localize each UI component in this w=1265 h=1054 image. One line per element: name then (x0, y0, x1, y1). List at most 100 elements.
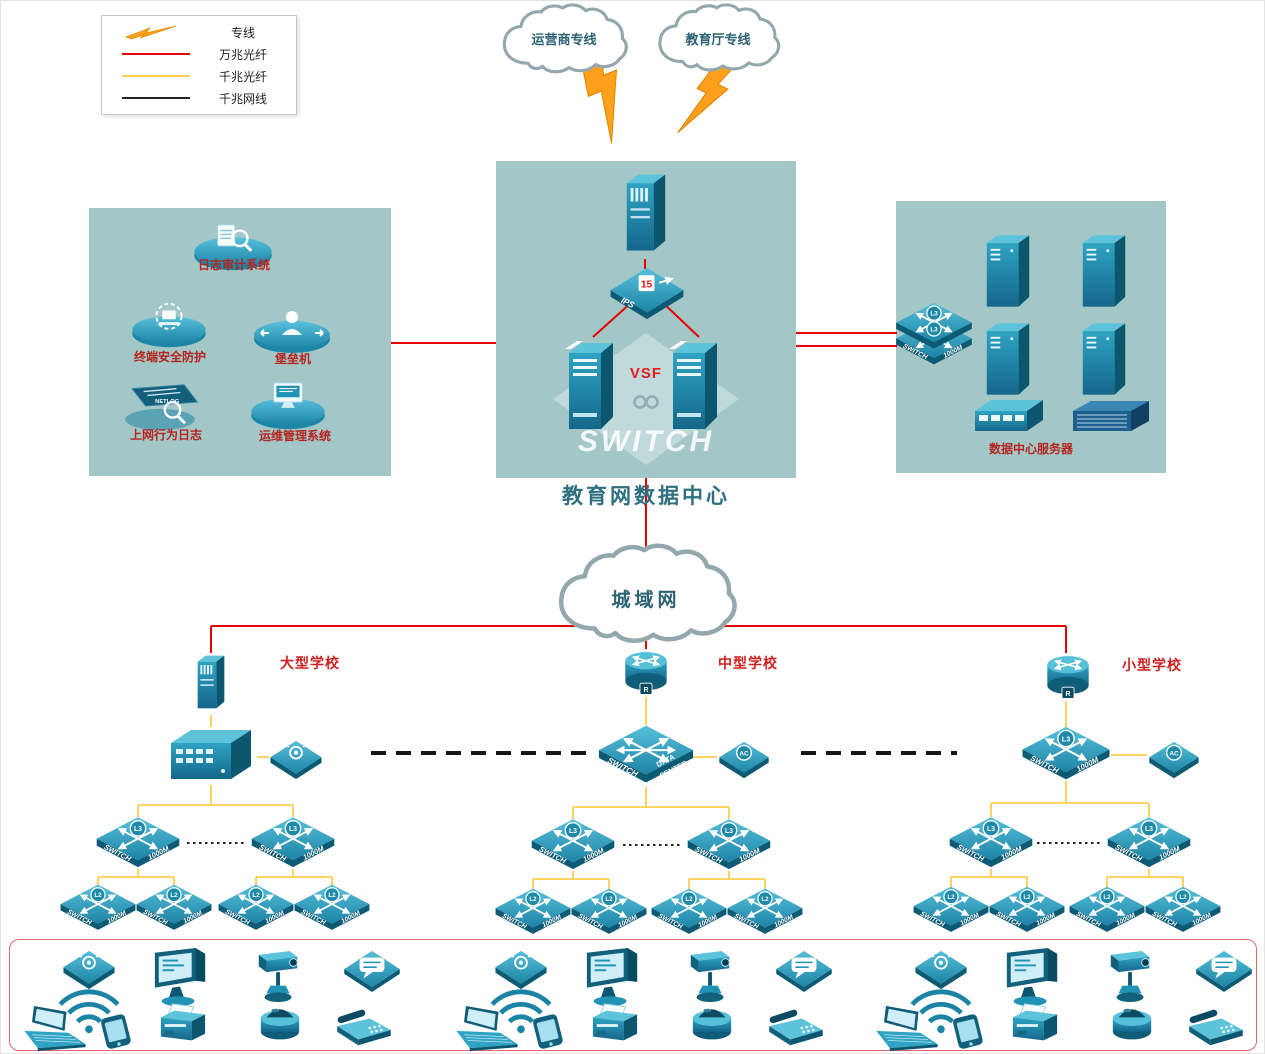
server-cabinet[interactable] (981, 229, 1035, 313)
core-device-large[interactable] (165, 725, 257, 785)
rackmount-icon (1069, 397, 1153, 439)
l3-switch-icon (250, 815, 336, 871)
laptop-icon[interactable] (453, 1005, 521, 1051)
smartphone-icon[interactable] (91, 1013, 141, 1051)
wireless-controller-medium[interactable] (715, 739, 773, 781)
log-audit-label: 日志审计系统 (197, 258, 270, 272)
wifi-ap-icon[interactable] (57, 949, 121, 991)
legend-row-dedicated-line: 专线 (102, 21, 296, 43)
core-switch-left[interactable] (561, 335, 619, 437)
chat-icon[interactable] (773, 949, 835, 993)
dome-camera-icon[interactable] (689, 1001, 735, 1051)
ac-icon (715, 739, 773, 781)
server-cabinet[interactable] (1077, 229, 1131, 313)
l2-switch[interactable] (293, 883, 371, 933)
school-name-small: 小型学校 (1122, 657, 1182, 673)
laptop-icon[interactable] (873, 1005, 941, 1051)
fax-phone-icon[interactable] (1183, 1007, 1249, 1051)
core-switch-right[interactable] (665, 335, 723, 437)
bastion-host[interactable] (249, 305, 335, 357)
core-switch-medium[interactable] (597, 723, 695, 787)
fax-phone-icon[interactable] (763, 1007, 829, 1051)
chat-icon[interactable] (341, 949, 403, 993)
firewall-icon (621, 167, 671, 261)
wireless-controller-small[interactable] (1145, 739, 1203, 781)
ip-camera-icon[interactable] (1105, 945, 1157, 1007)
l3-switch-icon (1020, 725, 1112, 783)
l2-switch[interactable] (1068, 885, 1146, 935)
ops-management-system[interactable] (243, 377, 333, 433)
wireless-ap-large[interactable] (267, 739, 325, 781)
school-router-small[interactable] (1040, 651, 1096, 701)
l2-switch[interactable] (570, 887, 648, 937)
l3-switch[interactable] (686, 817, 772, 873)
school-name-large: 大型学校 (280, 655, 340, 671)
datacenter-switch-stack[interactable] (893, 297, 975, 375)
l3-switch[interactable] (530, 817, 616, 873)
l2-switch[interactable] (726, 887, 804, 937)
l2-switch-icon (570, 887, 648, 937)
server-cabinet[interactable] (981, 317, 1035, 401)
desktop-icon[interactable] (1001, 947, 1065, 1007)
dome-camera-icon[interactable] (257, 1001, 303, 1051)
wireless-ap-icon (267, 739, 325, 781)
rackmount-server[interactable] (1069, 397, 1153, 439)
smartphone-icon[interactable] (523, 1013, 573, 1051)
education-line-cloud[interactable]: 教育厅专线 (637, 3, 799, 77)
l2-switch[interactable] (217, 883, 295, 933)
desktop-icon[interactable] (581, 947, 645, 1007)
printer-icon[interactable] (585, 1001, 645, 1051)
printer-icon[interactable] (1005, 1001, 1065, 1051)
cloud-label: 运营商专线 (531, 32, 597, 47)
legend-label: 专线 (230, 25, 255, 40)
l2-switch[interactable] (494, 887, 572, 937)
switch-watermark: SWITCH (577, 425, 715, 458)
ip-camera-icon[interactable] (253, 945, 305, 1007)
ac-icon (1145, 739, 1203, 781)
datacenter-servers-label: 数据中心服务器 (988, 442, 1073, 456)
internet-gateway-firewall[interactable] (621, 167, 671, 261)
wifi-ap-icon[interactable] (489, 949, 553, 991)
ips-icon (605, 265, 689, 321)
operator-line-cloud[interactable]: 运营商专线 (479, 3, 649, 79)
l3-switch[interactable] (95, 815, 181, 871)
chat-icon[interactable] (1193, 949, 1255, 993)
metro-area-network-cloud[interactable]: 城域网 (533, 543, 759, 651)
l2-switch[interactable] (650, 887, 728, 937)
l2-switch-icon (650, 887, 728, 937)
web-behavior-log-system[interactable] (115, 379, 205, 433)
school-router-medium[interactable] (618, 647, 674, 697)
printer-icon[interactable] (153, 1001, 213, 1051)
server-cabinet[interactable] (1077, 317, 1131, 401)
black-line-sample (112, 97, 200, 99)
l2-switch-icon (217, 883, 295, 933)
l2-switch[interactable] (988, 885, 1066, 935)
wifi-ap-icon[interactable] (909, 949, 973, 991)
l2-switch[interactable] (912, 885, 990, 935)
server-cabinet-icon (1077, 229, 1131, 313)
l3-switch-icon (948, 815, 1034, 871)
l2-switch[interactable] (59, 883, 137, 933)
l3-switch[interactable] (1106, 815, 1192, 871)
l2-switch-icon (135, 883, 213, 933)
dome-camera-icon[interactable] (1109, 1001, 1155, 1051)
l3-switch[interactable] (250, 815, 336, 871)
smartphone-icon[interactable] (943, 1013, 993, 1051)
datacenter-switch-icon (597, 723, 695, 787)
storage-array[interactable] (969, 395, 1047, 439)
core-switch-small[interactable] (1020, 725, 1112, 783)
l2-switch[interactable] (1144, 885, 1222, 935)
endpoint-security-label: 终端安全防护 (133, 350, 206, 364)
desktop-icon[interactable] (149, 947, 213, 1007)
school-gateway-large[interactable] (187, 651, 235, 715)
l2-switch[interactable] (135, 883, 213, 933)
ips-device[interactable] (605, 265, 689, 321)
l2-switch-icon (1068, 885, 1146, 935)
laptop-icon[interactable] (21, 1005, 89, 1051)
endpoint-security-system[interactable] (125, 297, 213, 353)
fax-phone-icon[interactable] (331, 1007, 397, 1051)
ip-camera-icon[interactable] (685, 945, 737, 1007)
l3-switch[interactable] (948, 815, 1034, 871)
chassis-icon (165, 725, 257, 785)
server-cabinet-icon (1077, 317, 1131, 401)
